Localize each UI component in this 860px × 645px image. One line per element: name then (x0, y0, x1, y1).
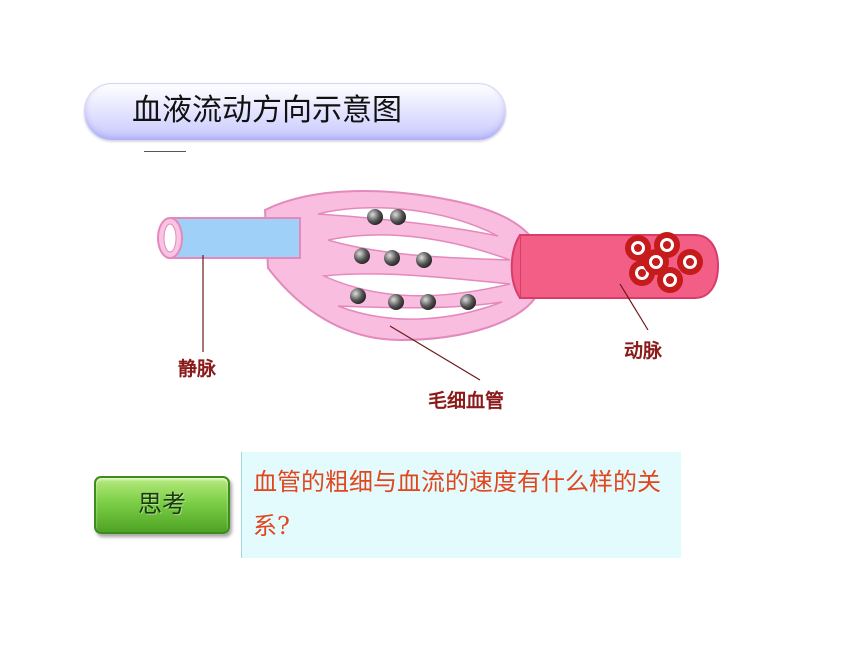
red-blood-cell (677, 249, 703, 275)
blood-cell (350, 288, 366, 304)
blood-cell (416, 252, 432, 268)
think-button-label: 思考 (138, 490, 186, 518)
blood-cell (390, 209, 406, 225)
red-blood-cell (625, 235, 651, 261)
page-title: 血液流动方向示意图 (132, 93, 402, 128)
blood-cell (420, 294, 436, 310)
capillary-leader-line (389, 325, 481, 381)
blood-cell (388, 294, 404, 310)
vein-vessel (157, 217, 301, 259)
artery-label: 动脉 (624, 340, 663, 362)
think-button[interactable]: 思考 (94, 476, 230, 534)
blood-cell (384, 250, 400, 266)
red-blood-cell (643, 249, 669, 275)
red-blood-cell (654, 232, 680, 258)
blood-cell (367, 209, 383, 225)
vein-label: 静脉 (178, 358, 217, 380)
question-text: 血管的粗细与血流的速度有什么样的关系? (253, 468, 661, 540)
red-blood-cell (657, 267, 683, 293)
title-underline (144, 151, 186, 152)
capillary-blood-cells (350, 209, 476, 310)
blood-flow-diagram (157, 190, 720, 381)
title-banner (84, 83, 506, 141)
artery-red-cells (625, 232, 703, 293)
capillary-label: 毛细血管 (428, 390, 505, 412)
blood-cell (354, 248, 370, 264)
blood-cell (460, 294, 476, 310)
question-box (241, 452, 681, 558)
artery-leader-line (619, 283, 649, 331)
